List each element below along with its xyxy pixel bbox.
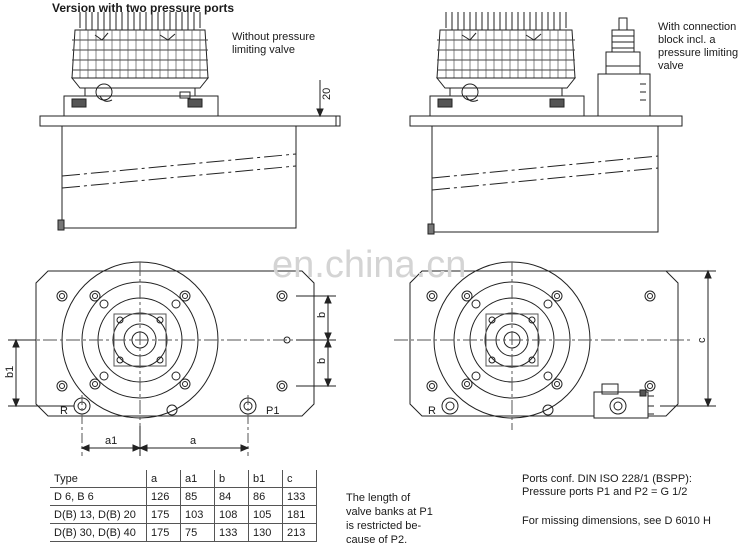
- cell-a: 175: [146, 505, 181, 524]
- cell-c: 133: [282, 487, 317, 506]
- dim-20: 20: [321, 88, 333, 100]
- cell-a: 126: [146, 487, 181, 506]
- motor-fins-left: [70, 12, 210, 97]
- cell-c: 181: [282, 505, 317, 524]
- cell-a: 175: [146, 523, 181, 542]
- dimension-table: Type a a1 b b1 c D 6, B 6 126 85 84 86 1…: [50, 470, 317, 542]
- ports-note: Ports conf. DIN ISO 228/1 (BSPP): Pressu…: [522, 473, 692, 498]
- dim-a: a: [190, 435, 197, 447]
- drawing-heading: Version with two pressure ports: [52, 1, 235, 15]
- label-port-R-right: R: [428, 405, 436, 417]
- missing-dimensions-note: For missing dimensions, see D 6010 H: [522, 515, 711, 527]
- cell-a1: 103: [180, 505, 215, 524]
- header-a: a: [146, 470, 181, 488]
- cell-type: D(B) 30, D(B) 40: [50, 523, 147, 542]
- cell-b: 84: [214, 487, 249, 506]
- label-port-R: R: [60, 405, 68, 417]
- note-without-valve: Without pressure limiting valve: [232, 31, 316, 56]
- header-type: Type: [50, 470, 147, 488]
- table-row: D(B) 13, D(B) 20 175 103 108 105 181: [50, 505, 317, 524]
- table-header-row: Type a a1 b b1 c: [50, 470, 317, 488]
- header-b1: b1: [248, 470, 283, 488]
- pressure-limiting-valve: [597, 17, 651, 117]
- header-b: b: [214, 470, 249, 488]
- plan-view-left: [8, 261, 336, 456]
- cell-c: 213: [282, 523, 317, 542]
- dim-b-lower: b: [316, 358, 328, 364]
- header-a1: a1: [180, 470, 215, 488]
- dim-c: c: [696, 337, 708, 343]
- dim-b1: b1: [4, 366, 16, 378]
- note-with-connection-block: With connection block incl. a pressure l…: [658, 21, 739, 72]
- side-view-left: [39, 12, 341, 231]
- valve-bank-note: The length of valve banks at P1 is restr…: [346, 492, 433, 546]
- cell-b1: 105: [248, 505, 283, 524]
- watermark: en.china.cn: [272, 244, 467, 286]
- cell-b1: 86: [248, 487, 283, 506]
- cell-b: 133: [214, 523, 249, 542]
- label-port-P1: P1: [266, 405, 279, 417]
- plan-view-right: [394, 261, 716, 430]
- cell-b1: 130: [248, 523, 283, 542]
- dim-b-upper: b: [316, 312, 328, 318]
- dim-a1: a1: [105, 435, 117, 447]
- header-c: c: [282, 470, 317, 488]
- table-row: D 6, B 6 126 85 84 86 133: [50, 487, 317, 506]
- cell-type: D 6, B 6: [50, 487, 147, 506]
- motor-fins-right: [435, 12, 577, 97]
- motor-bolts-left: [89, 290, 191, 390]
- cell-type: D(B) 13, D(B) 20: [50, 505, 147, 524]
- cell-a1: 75: [180, 523, 215, 542]
- motor-bolts-right: [461, 290, 563, 390]
- table-row: D(B) 30, D(B) 40 175 75 133 130 213: [50, 523, 317, 542]
- cell-b: 108: [214, 505, 249, 524]
- side-view-right: [409, 12, 683, 235]
- cell-a1: 85: [180, 487, 215, 506]
